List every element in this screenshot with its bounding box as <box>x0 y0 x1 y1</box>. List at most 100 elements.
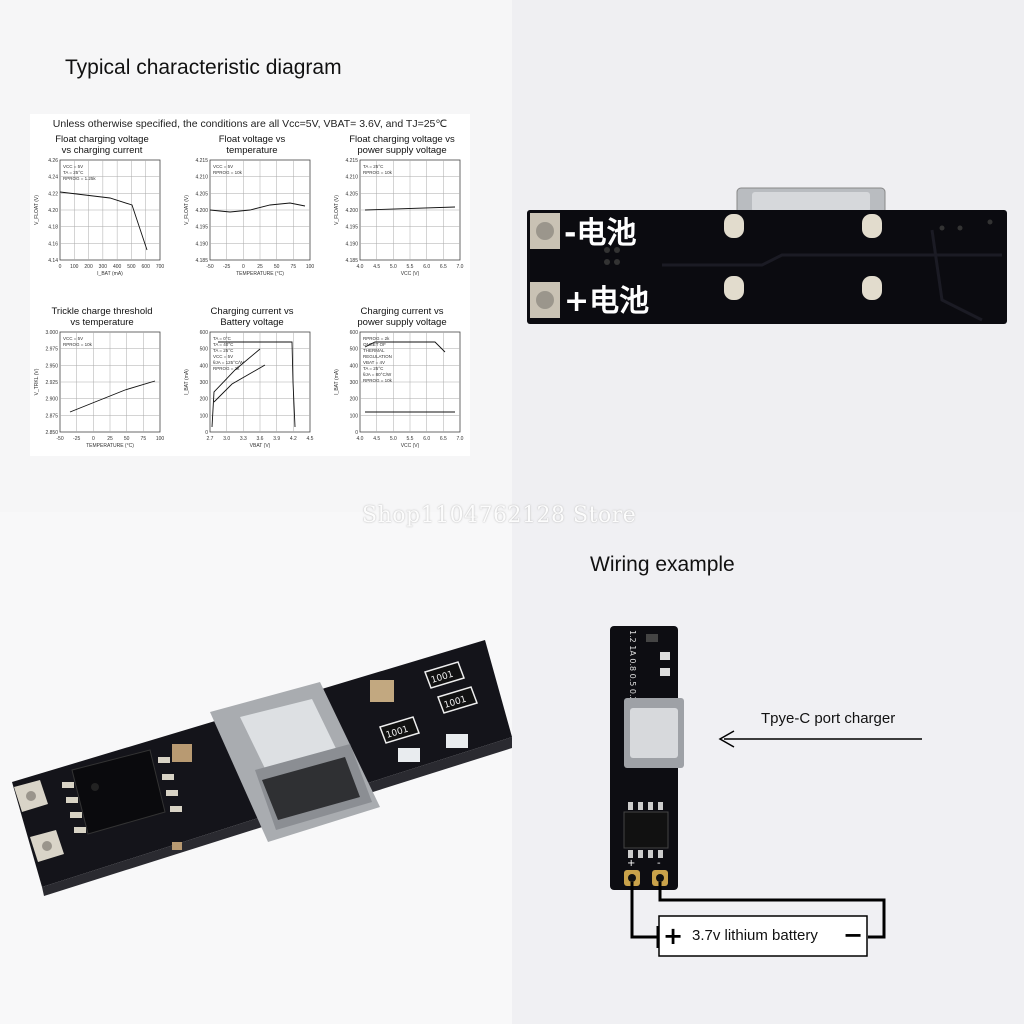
x-tick-label: 0 <box>242 264 245 270</box>
chart-annotation: TA = 0°C <box>213 336 232 341</box>
y-tick-label: 4.195 <box>345 225 358 231</box>
pcb-angle-image: 1001 1001 1001 <box>12 640 512 896</box>
x-tick-label: 4.2 <box>290 436 297 442</box>
y-tick-label: 2.900 <box>45 397 58 403</box>
x-tick-label: 50 <box>124 436 130 442</box>
series-line <box>364 341 446 353</box>
chart-annotation: VCC = 5V <box>213 164 233 169</box>
y-tick-label: 4.20 <box>48 208 58 214</box>
x-tick-label: 75 <box>141 436 147 442</box>
x-tick-label: -50 <box>206 264 213 270</box>
chart-annotation: TA = 40°C <box>213 342 234 347</box>
chart-title-line1: Float charging voltage <box>55 134 149 145</box>
chart-annotation: VBAT = 4V <box>363 360 385 365</box>
x-tick-label: 6.0 <box>423 264 430 270</box>
y-tick-label: 4.18 <box>48 225 58 231</box>
x-tick-label: 200 <box>84 264 93 270</box>
x-axis-label: VBAT (V) <box>250 443 271 449</box>
x-tick-label: 600 <box>142 264 151 270</box>
board-current-text: 1.2 1A 0.8 0.5 0.25 <box>628 630 637 707</box>
y-tick-label: 300 <box>350 380 359 386</box>
y-tick-label: 2.850 <box>45 430 58 436</box>
x-axis-label: VCC (V) <box>401 443 420 449</box>
y-tick-label: 2.875 <box>45 413 58 419</box>
x-tick-label: 0 <box>92 436 95 442</box>
chart-annotation: TA = 25°C <box>363 366 384 371</box>
y-tick-label: 400 <box>200 363 209 369</box>
y-tick-label: 0 <box>355 430 358 436</box>
y-tick-label: 4.190 <box>195 241 208 247</box>
y-tick-label: 2.975 <box>45 347 58 353</box>
battery-minus-sign: − <box>843 921 863 949</box>
wiring-diagram: 1.2 1A 0.8 0.5 0.25 + - + 3.7v l <box>610 626 922 957</box>
x-tick-label: 25 <box>107 436 113 442</box>
y-tick-label: 600 <box>200 330 209 336</box>
series-line <box>218 341 296 428</box>
plus-silk-label: +电池 <box>564 284 649 319</box>
chart-annotation: TA = 25°C <box>63 170 84 175</box>
y-tick-label: 4.185 <box>195 258 208 264</box>
minus-silk-label: -电池 <box>564 216 636 251</box>
series-line <box>211 348 261 428</box>
chart-annotation: REGULATION <box>363 354 392 359</box>
y-tick-label: 4.190 <box>345 241 358 247</box>
pcb-back-panel: -电池 +电池 <box>512 0 1024 512</box>
chart-title-line1: Trickle charge threshold <box>51 306 153 317</box>
x-tick-label: 5.0 <box>390 264 397 270</box>
chart-title-line1: Charging current vs <box>360 306 444 317</box>
y-tick-label: 300 <box>200 380 209 386</box>
characteristic-heading: Typical characteristic diagram <box>65 56 342 79</box>
x-axis-label: VCC (V) <box>401 271 420 277</box>
x-tick-label: 4.5 <box>373 436 380 442</box>
y-tick-label: 2.925 <box>45 380 58 386</box>
chart-title-line2: Battery voltage <box>220 317 284 328</box>
chart-annotation: RPROG = 10k <box>363 170 393 175</box>
x-axis-label: TEMPERATURE (°C) <box>236 271 284 277</box>
y-tick-label: 500 <box>350 347 359 353</box>
chart-annotation: RPROG = 2k <box>213 366 240 371</box>
chart-annotation: RPROG = 2k <box>363 336 390 341</box>
chart-title-line2: power supply voltage <box>357 145 447 156</box>
y-axis-label: I_BAT (mA) <box>184 369 190 395</box>
chart-annotation: THERMAL <box>363 348 385 353</box>
y-tick-label: 200 <box>200 397 209 403</box>
x-tick-label: 700 <box>156 264 165 270</box>
chart-title-line2: power supply voltage <box>357 317 447 328</box>
x-tick-label: 7.0 <box>457 436 464 442</box>
x-tick-label: -25 <box>223 264 230 270</box>
y-tick-label: 0 <box>205 430 208 436</box>
y-tick-label: 4.215 <box>195 158 208 164</box>
x-tick-label: 300 <box>99 264 108 270</box>
series-line <box>69 380 156 413</box>
chart-title-line1: Float voltage vs <box>218 134 286 145</box>
y-axis-label: V_TRKL (V) <box>34 368 40 395</box>
chart-title-line2: vs temperature <box>70 317 134 328</box>
x-tick-label: 50 <box>274 264 280 270</box>
wiring-heading: Wiring example <box>590 553 735 576</box>
x-tick-label: 3.0 <box>223 436 230 442</box>
y-axis-label: V_FLOAT (V) <box>334 195 340 225</box>
chart-annotation: TA = 25°C <box>213 348 234 353</box>
x-tick-label: 4.5 <box>307 436 314 442</box>
x-tick-label: 6.5 <box>440 436 447 442</box>
y-axis-label: I_BAT (mA) <box>334 369 340 395</box>
x-tick-label: 4.0 <box>357 436 364 442</box>
y-tick-label: 4.26 <box>48 158 58 164</box>
series-line <box>213 364 266 403</box>
y-tick-label: 4.215 <box>345 158 358 164</box>
y-tick-label: 500 <box>200 347 209 353</box>
chart-annotation: RPROG = 10k <box>63 342 93 347</box>
characteristic-panel: Typical characteristic diagram Unless ot… <box>0 0 512 512</box>
chart-annotation: TA = 25°C <box>363 164 384 169</box>
y-tick-label: 2.950 <box>45 363 58 369</box>
chart-annotation: RPROG = 10k <box>213 170 243 175</box>
pcb-angle-panel: 1001 1001 1001 <box>0 512 512 1024</box>
